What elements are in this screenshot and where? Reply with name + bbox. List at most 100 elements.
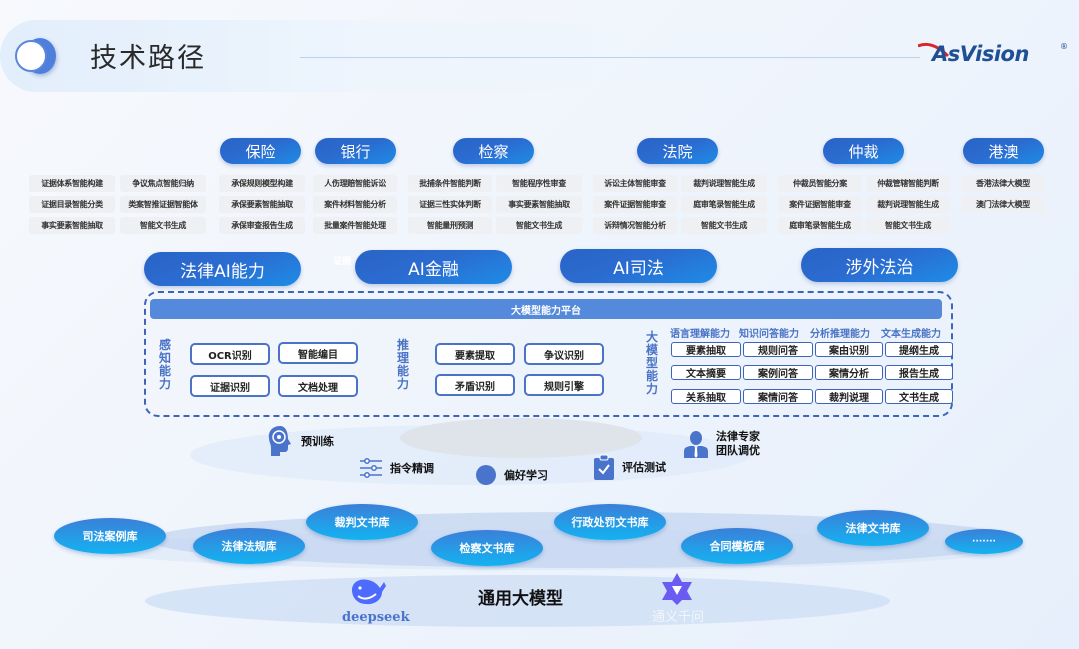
perception-label: 感知能力 [158, 338, 171, 391]
tag: 人伤理赔智能诉讼 [313, 175, 397, 192]
clipboard-check-icon [594, 454, 614, 480]
capability-contradiction-recognition[interactable]: 矛盾识别 [435, 374, 515, 396]
header-divider [300, 57, 920, 58]
tag: 案件证据智能审查 [778, 196, 862, 213]
tag: 事实要素智能抽取 [496, 196, 582, 213]
logo-registered-mark: ® [1060, 42, 1068, 51]
half-moon-icon [476, 465, 496, 485]
domain-foreign-rule-of-law[interactable]: 涉外法治 [801, 248, 958, 282]
domain-ai-judicial[interactable]: AI司法 [560, 249, 717, 283]
tag: 证据体系智能构建 [29, 175, 115, 192]
expert-person-icon [684, 430, 708, 458]
training-disc [400, 418, 642, 458]
tag: 澳门法律大模型 [961, 196, 1045, 213]
training-expert-tuning: 法律专家 团队调优 [684, 430, 760, 458]
tag: 庭审笔录智能生成 [778, 217, 862, 234]
deepseek-label: deepseek [342, 610, 410, 625]
tag: 批量案件智能处理 [313, 217, 397, 234]
logo-swoosh-icon [918, 42, 950, 58]
deepseek-whale-icon [348, 576, 388, 610]
kb-contract-templates[interactable]: 合同模板库 [681, 528, 793, 564]
reasoning-label: 推理能力 [396, 338, 409, 391]
llm-cell[interactable]: 案情问答 [743, 389, 813, 404]
llm-cell[interactable]: 要素抽取 [671, 342, 741, 357]
tongyi-label: 通义千问 [652, 610, 705, 625]
training-pretrain: 预训练 [267, 425, 334, 457]
tag: 仲裁员智能分案 [778, 175, 862, 192]
training-preference-learning: 偏好学习 [476, 465, 548, 485]
kb-judgment-documents[interactable]: 裁判文书库 [306, 504, 418, 540]
kb-administrative-penalty[interactable]: 行政处罚文书库 [554, 504, 666, 540]
brain-head-icon [267, 425, 293, 457]
tag: 裁判说理智能生成 [866, 196, 950, 213]
tag: 智能文书生成 [120, 217, 206, 234]
tag: 智能文书生成 [496, 217, 582, 234]
tag: 证据三性实体判断 [408, 196, 492, 213]
llm-cell[interactable]: 关系抽取 [671, 389, 741, 404]
llm-cell[interactable]: 裁判说理 [815, 389, 883, 404]
capability-smart-catalog[interactable]: 智能编目 [278, 342, 358, 364]
logo-text: AsVision [932, 42, 1029, 66]
llm-column-knowledge-qa: 知识问答能力 [739, 329, 799, 340]
sector-insurance[interactable]: 保险 [220, 138, 301, 164]
tag: 智能文书生成 [866, 217, 950, 234]
llm-column-language-understanding: 语言理解能力 [670, 329, 730, 340]
header-band [0, 20, 930, 92]
llm-cell[interactable]: 报告生成 [885, 365, 953, 380]
tag: 诉讼主体智能审查 [593, 175, 677, 192]
tag: 智能程序性审查 [496, 175, 582, 192]
tongyi-star-icon [660, 572, 694, 610]
tag: 类案智推证据智能体 [120, 196, 206, 213]
capability-ocr[interactable]: OCR识别 [190, 343, 270, 365]
llm-cell[interactable]: 案情分析 [815, 365, 883, 380]
tag: 案件材料智能分析 [313, 196, 397, 213]
platform-title: 大模型能力平台 [150, 299, 942, 319]
tag: 承保规则模型构建 [219, 175, 305, 192]
sector-arbitration[interactable]: 仲裁 [823, 138, 904, 164]
llm-column-text-generation: 文本生成能力 [881, 329, 941, 340]
llm-cell[interactable]: 文书生成 [885, 389, 953, 404]
kb-laws-regulations[interactable]: 法律法规库 [193, 528, 305, 564]
faint-label: 证据 [333, 257, 352, 267]
capability-document-processing[interactable]: 文档处理 [278, 375, 358, 397]
domain-ai-finance[interactable]: AI金融 [355, 250, 512, 284]
tag: 承保要素智能抽取 [219, 196, 305, 213]
tag: 仲裁管辖智能判断 [866, 175, 950, 192]
sector-bank[interactable]: 银行 [315, 138, 396, 164]
sector-hk-macau[interactable]: 港澳 [963, 138, 1044, 164]
llm-cell[interactable]: 案例问答 [743, 365, 813, 380]
tag: 批捕条件智能判断 [408, 175, 492, 192]
llm-cell[interactable]: 提纲生成 [885, 342, 953, 357]
tag: 争议焦点智能归纳 [120, 175, 206, 192]
kb-judicial-cases[interactable]: 司法案例库 [54, 518, 166, 554]
tag: 事实要素智能抽取 [29, 217, 115, 234]
tag: 裁判说理智能生成 [681, 175, 767, 192]
tag: 案件证据智能审查 [593, 196, 677, 213]
tag: 庭审笔录智能生成 [681, 196, 767, 213]
llm-column-analysis-reasoning: 分析推理能力 [810, 329, 870, 340]
tag: 证据目录智能分类 [29, 196, 115, 213]
capability-element-extraction[interactable]: 要素提取 [435, 343, 515, 365]
domain-legal-ai[interactable]: 法律AI能力 [144, 252, 301, 286]
foundation-title: 通用大模型 [478, 589, 563, 609]
kb-procuratorate-documents[interactable]: 检察文书库 [431, 530, 543, 566]
tag: 香港法律大模型 [961, 175, 1045, 192]
llm-capability-label: 大模型能力 [645, 330, 658, 396]
llm-cell[interactable]: 文本摘要 [671, 365, 741, 380]
sector-court[interactable]: 法院 [637, 138, 718, 164]
tag: 智能文书生成 [681, 217, 767, 234]
asvision-logo: AsVision ® [918, 40, 1068, 70]
sector-procuratorate[interactable]: 检察 [453, 138, 534, 164]
capability-evidence-recognition[interactable]: 证据识别 [190, 375, 270, 397]
foundation-band [145, 575, 890, 627]
llm-cell[interactable]: 规则问答 [743, 342, 813, 357]
header-toggle-icon [14, 38, 56, 74]
kb-more[interactable]: ······· [945, 529, 1023, 554]
capability-rule-engine[interactable]: 规则引擎 [524, 374, 604, 396]
capability-dispute-recognition[interactable]: 争议识别 [524, 343, 604, 365]
page-title: 技术路径 [90, 43, 206, 74]
tag: 承保审查报告生成 [219, 217, 305, 234]
kb-legal-documents[interactable]: 法律文书库 [817, 510, 929, 546]
training-evaluation: 评估测试 [594, 454, 666, 480]
llm-cell[interactable]: 案由识别 [815, 342, 883, 357]
